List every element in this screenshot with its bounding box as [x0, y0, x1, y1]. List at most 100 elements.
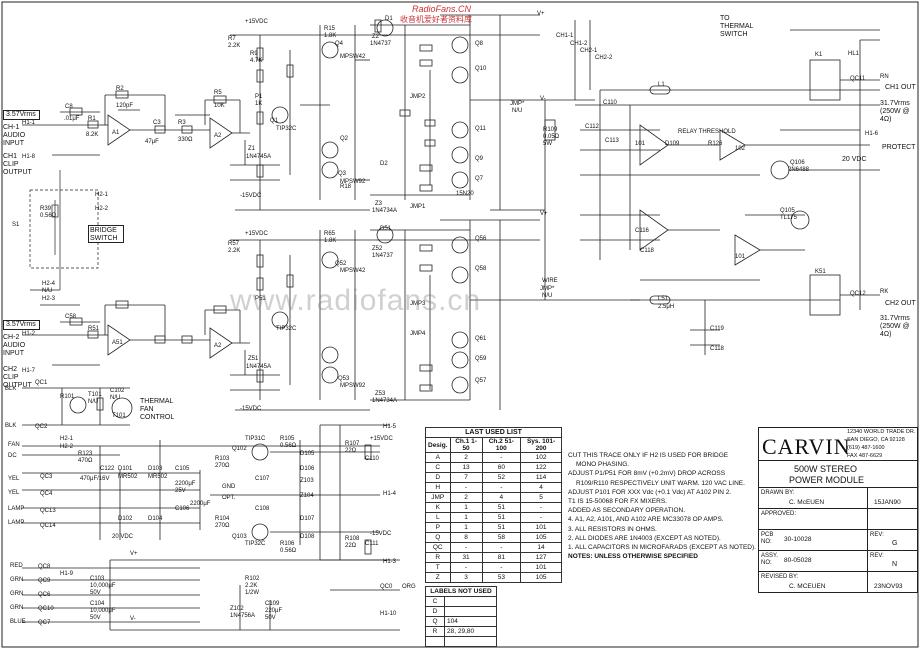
svg-text:CH1-1: CH1-1 [556, 33, 574, 39]
cell: 102 [520, 452, 562, 463]
assy-label: ASSY. NO: [761, 553, 778, 566]
svg-text:H2-1: H2-1 [60, 436, 74, 442]
svg-text:R102: R102 [245, 576, 260, 582]
svg-text:R109: R109 [543, 127, 558, 133]
rev2-label: REV: [870, 553, 884, 559]
svg-text:101: 101 [635, 141, 646, 147]
table-row: H--4 [425, 482, 562, 493]
svg-text:QC3: QC3 [40, 474, 53, 480]
note-line: CUT THIS TRACE ONLY IF H2 IS USED FOR BR… [568, 452, 729, 459]
drawn-by-cell: DRAWN BY: C. McEUEN [758, 487, 868, 509]
svg-text:A2: A2 [214, 133, 222, 139]
svg-text:K1: K1 [815, 52, 823, 58]
svg-text:QC13: QC13 [40, 508, 56, 514]
svg-text:QC7: QC7 [38, 620, 51, 626]
svg-text:N/U: N/U [110, 395, 120, 401]
svg-text:10,000μF: 10,000μF [90, 608, 116, 614]
svg-text:C58: C58 [65, 314, 77, 320]
cell: 5 [520, 492, 562, 503]
cell: 60 [481, 462, 522, 473]
svg-text:R18: R18 [340, 184, 352, 190]
svg-text:Z51: Z51 [248, 356, 259, 362]
svg-text:MPSW42: MPSW42 [340, 54, 366, 60]
svg-text:R2: R2 [116, 86, 124, 92]
svg-text:HL1: HL1 [848, 51, 860, 57]
svg-text:CH2-1: CH2-1 [580, 48, 598, 54]
cell: 4 [520, 482, 562, 493]
svg-text:K51: K51 [815, 269, 826, 275]
svg-text:Q2: Q2 [340, 136, 349, 142]
svg-text:TIP32C: TIP32C [276, 126, 297, 132]
svg-text:330Ω: 330Ω [178, 137, 193, 143]
svg-text:CH1-2: CH1-2 [570, 41, 588, 47]
svg-text:QC10: QC10 [38, 606, 54, 612]
col-ch1: Ch.1 1-50 [449, 437, 483, 453]
cell: 31 [449, 552, 483, 563]
cell [425, 636, 445, 647]
svg-text:QC6: QC6 [38, 592, 51, 598]
svg-text:H2-2: H2-2 [95, 206, 109, 212]
svg-text:A1: A1 [112, 130, 120, 136]
note-line: R109/R110 RESPECTIVELY UNIT WARM. 120 VA… [576, 479, 745, 487]
cell: 104 [444, 616, 497, 627]
svg-text:120pF: 120pF [116, 103, 133, 109]
svg-text:50V: 50V [90, 615, 101, 621]
cell: A [425, 452, 451, 463]
pcb-value: 30-10028 [784, 536, 812, 543]
rev1-label: REV: [870, 532, 884, 538]
pcb-label: PCB NO: [761, 532, 774, 545]
rail-neg15-ch2: -15VDC [240, 406, 262, 412]
cell: 1 [449, 502, 483, 513]
company-logo: CARVIN [762, 434, 851, 459]
svg-text:D102: D102 [118, 516, 133, 522]
blk-label-2: BLK [5, 423, 17, 429]
bridge-switch-label: BRIDGE SWITCH [88, 225, 124, 243]
svg-text:QC14: QC14 [40, 523, 56, 529]
svg-text:1N4756A: 1N4756A [230, 613, 255, 619]
to-thermal-switch: TO THERMAL SWITCH [720, 15, 754, 38]
svg-text:Z52: Z52 [372, 246, 383, 252]
svg-text:0.05Ω: 0.05Ω [543, 134, 560, 140]
rev2-value: N [892, 561, 898, 568]
col-desig: Desig. [425, 437, 451, 453]
svg-text:1.8K: 1.8K [324, 238, 336, 244]
ch1-out-level: 31.7Vrms (250W @ 4Ω) [880, 100, 910, 123]
svg-text:2.5μH: 2.5μH [658, 304, 674, 310]
watermark-center: www.radiofans.cn [230, 284, 482, 317]
svg-text:S1: S1 [12, 222, 20, 228]
svg-text:1N4737: 1N4737 [372, 253, 394, 259]
svg-text:D51: D51 [380, 226, 392, 232]
svg-text:JMP4: JMP4 [410, 331, 426, 337]
svg-text:CH2-2: CH2-2 [595, 55, 613, 61]
note-line: ADDED AS SECONDARY OPERATION. [568, 507, 686, 515]
svg-text:R9: R9 [250, 51, 258, 57]
title-cell: 500W STEREO POWER MODULE [758, 460, 918, 488]
drawn-by-value: C. McEUEN [789, 499, 825, 506]
svg-text:TIP31C: TIP31C [245, 436, 266, 442]
svg-text:C108: C108 [255, 506, 270, 512]
svg-text:L51: L51 [658, 296, 669, 302]
cell: QC [425, 542, 451, 553]
cell: 105 [520, 572, 562, 583]
cell: 2 [449, 492, 483, 503]
table-row: QC--14 [425, 542, 562, 553]
cell: 122 [520, 462, 562, 473]
blk-label-1: BLK [5, 386, 17, 392]
svg-text:2200μF: 2200μF [175, 481, 196, 487]
cell: 7 [449, 472, 483, 483]
svg-text:H2-4: H2-4 [42, 281, 56, 287]
svg-text:H1-8: H1-8 [22, 154, 36, 160]
svg-text:P51: P51 [255, 296, 266, 302]
svg-text:R104: R104 [215, 516, 230, 522]
svg-text:C104: C104 [90, 601, 105, 607]
svg-text:Q61: Q61 [475, 336, 487, 342]
cell: K [425, 502, 451, 513]
svg-text:R108: R108 [345, 536, 360, 542]
svg-text:V+: V+ [540, 211, 548, 217]
svg-text:C102: C102 [110, 388, 125, 394]
